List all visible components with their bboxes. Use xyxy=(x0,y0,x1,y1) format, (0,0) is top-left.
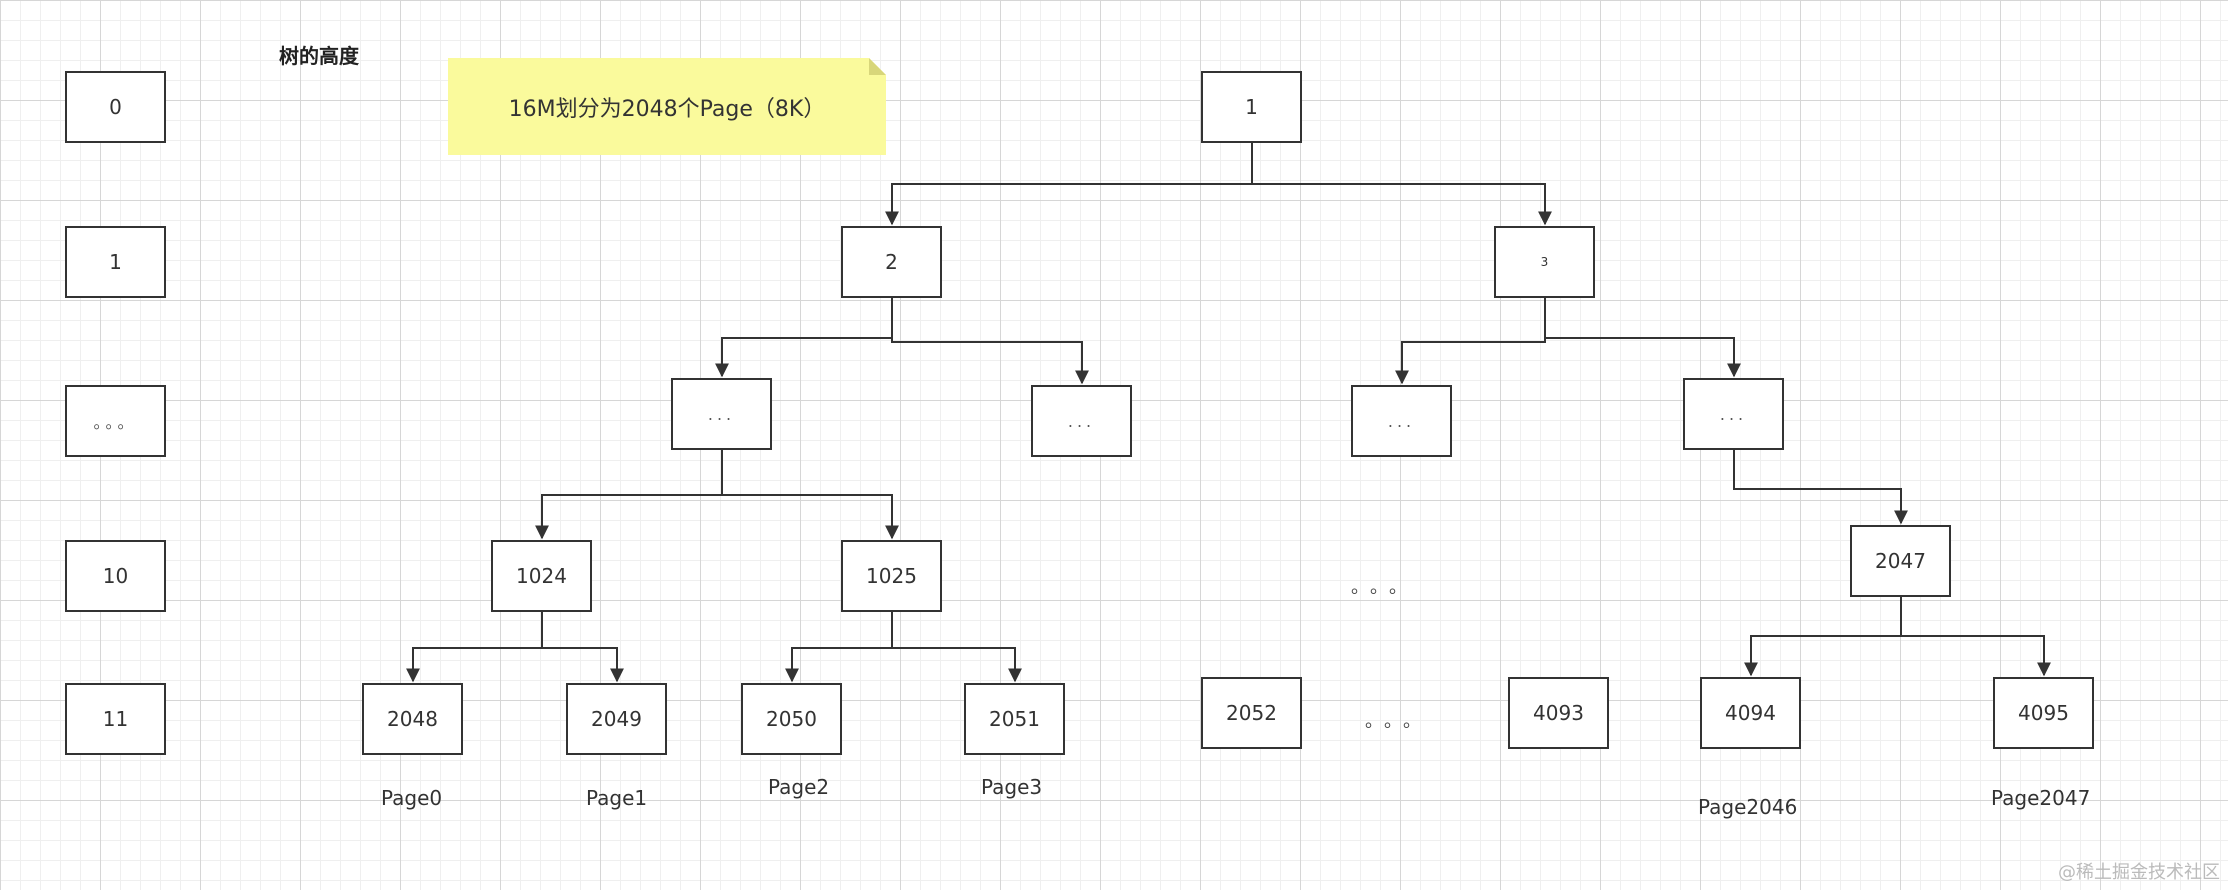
leaf-2051: 2051 xyxy=(964,683,1065,755)
watermark: @稀土掘金技术社区 xyxy=(2058,862,2220,883)
leaf-4093: 4093 xyxy=(1508,677,1609,749)
edge-1-3 xyxy=(1251,142,1552,226)
edge-2-left xyxy=(715,297,893,378)
page-label-3: Page3 xyxy=(981,775,1043,799)
edge-e-2047 xyxy=(1733,450,1908,525)
page-label-2: Page2 xyxy=(768,775,830,799)
node-root: 1 xyxy=(1201,71,1302,143)
ellipsis-middle: 。。。 xyxy=(1351,577,1417,598)
page-label-1: Page1 xyxy=(586,786,648,810)
depth-box-1: 1 xyxy=(65,226,166,298)
edge-3-right xyxy=(1544,297,1741,378)
edge-1025-2051 xyxy=(891,611,1022,683)
edge-1024-2048 xyxy=(406,611,543,683)
node-2: 2 xyxy=(841,226,942,298)
depth-box-ellipsis: 。。。 xyxy=(65,385,166,457)
leaf-2052: 2052 xyxy=(1201,677,1302,749)
depth-box-11: 11 xyxy=(65,683,166,755)
leaf-4094: 4094 xyxy=(1700,677,1801,749)
sticky-note: 16M划分为2048个Page（8K） xyxy=(448,58,886,155)
page-label-0: Page0 xyxy=(381,786,443,810)
node-ellipsis-c: ... xyxy=(1351,385,1452,457)
edge-1025-2050 xyxy=(785,611,893,683)
edge-3-left xyxy=(1395,297,1546,385)
tree-height-title: 树的高度 xyxy=(279,44,359,68)
node-ellipsis-a: ... xyxy=(671,378,772,450)
page-label-2046: Page2046 xyxy=(1698,795,1798,819)
node-2047: 2047 xyxy=(1850,525,1951,597)
edge-2047-4094 xyxy=(1744,596,1902,677)
page-label-2047: Page2047 xyxy=(1991,786,2091,810)
leaf-2048: 2048 xyxy=(362,683,463,755)
leaf-2049: 2049 xyxy=(566,683,667,755)
note-text: 16M划分为2048个Page（8K） xyxy=(508,96,826,122)
node-ellipsis-b: ... xyxy=(1031,385,1132,457)
leaf-4095: 4095 xyxy=(1993,677,2094,749)
edge-2047-4095 xyxy=(1900,596,2051,677)
node-1024: 1024 xyxy=(491,540,592,612)
node-1025: 1025 xyxy=(841,540,942,612)
edge-1-2 xyxy=(885,142,1253,226)
ellipsis-leaves: 。。。 xyxy=(1365,711,1431,732)
edge-2-right xyxy=(891,297,1089,385)
depth-box-0: 0 xyxy=(65,71,166,143)
edge-e-1025 xyxy=(721,450,899,540)
leaf-2050: 2050 xyxy=(741,683,842,755)
depth-box-10: 10 xyxy=(65,540,166,612)
edge-1024-2049 xyxy=(541,611,624,683)
edge-e-1024 xyxy=(535,450,723,540)
node-ellipsis-d: ... xyxy=(1683,378,1784,450)
node-3: 3 xyxy=(1494,226,1595,298)
